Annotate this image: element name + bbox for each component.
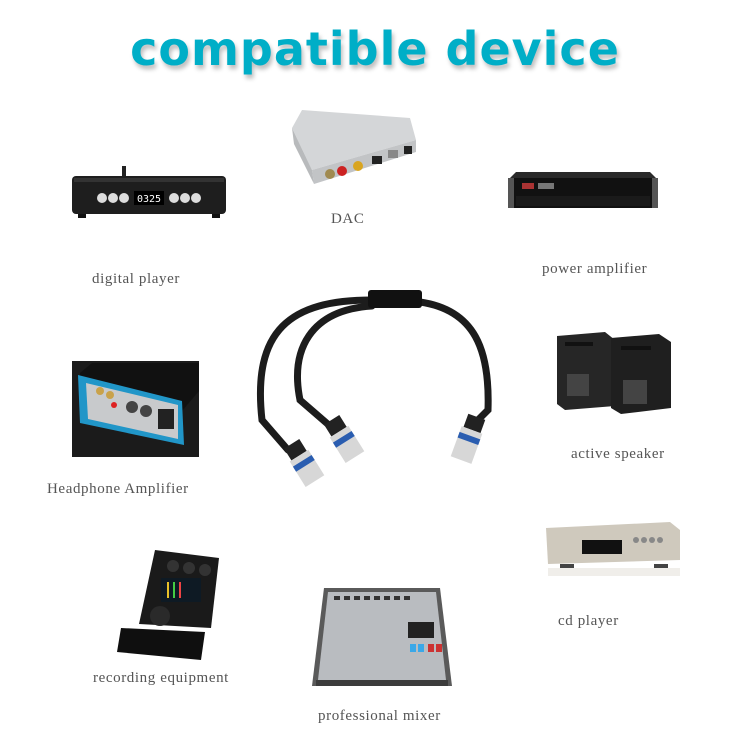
- xlr-y-splitter-cable-image: [250, 280, 510, 510]
- headphone-amplifier-image: [72, 361, 199, 457]
- display-readout: 0325: [137, 194, 161, 205]
- cd-player-image: [544, 518, 684, 576]
- active-speaker-image: [555, 328, 675, 414]
- power-amplifier-image: [508, 170, 658, 210]
- page-title: compatible device: [130, 22, 620, 76]
- device-label-active-speaker: active speaker: [571, 446, 665, 462]
- device-label-headphone-amplifier: Headphone Amplifier: [47, 481, 189, 497]
- device-label-power-amplifier: power amplifier: [542, 261, 648, 277]
- device-label-digital-player: digital player: [92, 271, 180, 287]
- device-label-dac: DAC: [331, 211, 365, 227]
- digital-player-image: 0325: [72, 166, 226, 218]
- device-label-recording-equipment: recording equipment: [93, 670, 229, 686]
- dac-image: [292, 108, 418, 188]
- device-label-professional-mixer: professional mixer: [318, 708, 441, 724]
- recording-equipment-image: [115, 548, 225, 663]
- professional-mixer-image: [312, 586, 452, 690]
- device-label-cd-player: cd player: [558, 613, 619, 629]
